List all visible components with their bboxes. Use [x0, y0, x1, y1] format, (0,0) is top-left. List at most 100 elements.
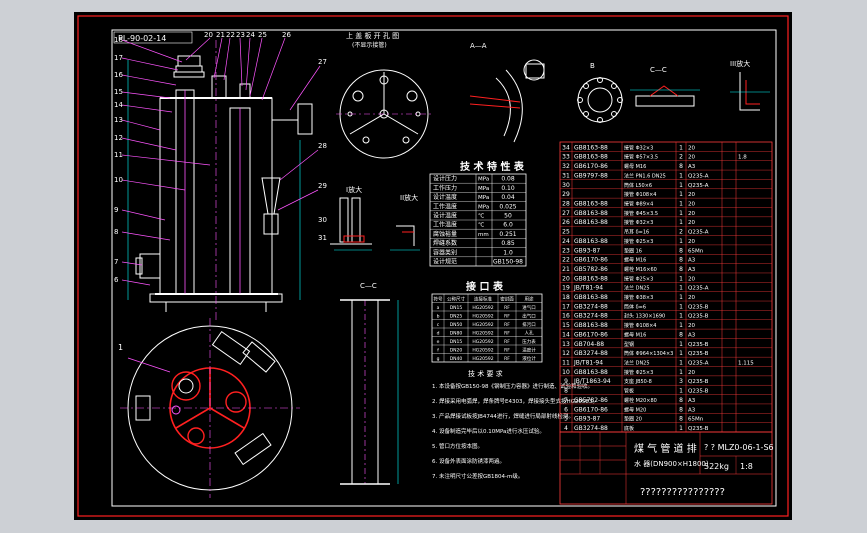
part-name: 接管 Φ108×4 — [624, 322, 656, 329]
part-mat: A3 — [688, 164, 696, 170]
nozzle-cell: e — [437, 340, 440, 345]
part-no: 28 — [562, 200, 570, 207]
part-code: JB/T81-94 — [573, 360, 603, 367]
view-iii-label: III放大 — [730, 59, 750, 68]
nozzle-cell: HG20592 — [472, 339, 493, 345]
part-mat: Q235-B — [688, 304, 709, 310]
svg-text:11: 11 — [114, 151, 123, 159]
part-no: 8 — [564, 388, 568, 395]
part-name: 接管 Φ25×3 — [624, 238, 653, 245]
nozzle-cell: RF — [504, 356, 510, 362]
part-qty: 1 — [679, 369, 683, 376]
scale: 1:8 — [740, 462, 753, 471]
part-name: 垫圈 16 — [624, 247, 642, 254]
svg-text:PL-90-02-14: PL-90-02-14 — [118, 34, 166, 43]
view-aa-label: A—A — [470, 42, 487, 50]
view-b — [577, 77, 623, 123]
part-qty: 1 — [679, 219, 683, 226]
part-mat: 20 — [688, 276, 695, 282]
tech-unit: MPa — [478, 186, 489, 192]
svg-text:30: 30 — [318, 216, 327, 224]
part-no: 4 — [564, 425, 568, 432]
svg-text:9: 9 — [114, 206, 118, 214]
part-qty: 1 — [679, 172, 683, 179]
part-mat: 20 — [688, 323, 695, 329]
part-qty: 1 — [679, 341, 683, 348]
svg-text:7: 7 — [114, 258, 118, 266]
front-label: 1 — [118, 343, 123, 352]
part-mat: 20 — [688, 370, 695, 376]
callouts-left: 18 17 16 15 14 13 12 11 10 9 8 7 6 — [114, 36, 123, 284]
part-qty: 8 — [679, 397, 683, 404]
nozzle-cell: RF — [504, 305, 510, 311]
svg-text:23: 23 — [236, 31, 245, 39]
nozzle-cell: g — [437, 357, 440, 362]
nozzle-cell: DN20 — [450, 348, 463, 354]
part-qty: 1 — [679, 191, 683, 198]
part-mat: Q235-A — [688, 230, 709, 236]
part-qty: 1 — [679, 144, 683, 151]
svg-text:29: 29 — [318, 182, 327, 190]
nozzle-cell: HG20592 — [472, 305, 493, 311]
nozzle-cell: 人孔 — [525, 330, 534, 337]
view-cc-long — [340, 299, 399, 485]
nozzle-cell: b — [437, 314, 440, 320]
part-no: 31 — [562, 172, 570, 179]
part-code: GB8163-88 — [574, 154, 608, 161]
part-mat: Q235-B — [688, 379, 709, 385]
part-code: JB/T1863-94 — [573, 378, 611, 385]
tech-table-title: 技 术 特 性 表 — [460, 160, 525, 173]
part-qty: 3 — [679, 378, 683, 385]
part-qty: 1 — [679, 275, 683, 282]
svg-text:18: 18 — [114, 36, 123, 44]
part-qty: 1 — [679, 322, 683, 329]
part-code: GB8163-88 — [574, 294, 608, 301]
part-qty: 8 — [679, 257, 683, 264]
part-code: GB8163-88 — [574, 369, 608, 376]
part-no: 25 — [562, 229, 570, 236]
view-b-label: B — [590, 62, 595, 70]
part-mat: A3 — [688, 267, 696, 273]
part-name: 螺母 M16 — [624, 257, 646, 264]
part-no: 15 — [562, 322, 570, 329]
part-name: 螺母 M16 — [624, 163, 646, 170]
tech-value: 0.025 — [499, 203, 516, 210]
part-code: JB/T81-94 — [573, 285, 603, 292]
note-line: 7. 未注明尺寸公差按GB1804-m级。 — [432, 472, 523, 480]
nozzle-cell: 出气口 — [522, 313, 536, 320]
part-qty: 1 — [679, 313, 683, 320]
part-code: GB6170-86 — [574, 406, 608, 413]
tech-unit: MPa — [478, 204, 489, 210]
part-no: 19 — [562, 285, 570, 292]
part-code: GB93-87 — [574, 247, 600, 254]
part-mat: Q235-B — [688, 342, 709, 348]
nozzle-cell: 压力表 — [522, 338, 536, 345]
part-qty: 1 — [679, 182, 683, 189]
nozzle-cell: a — [437, 306, 440, 311]
note-line: 2. 焊接采用电弧焊，焊条牌号E4303，焊接接头型式按HG20583。 — [432, 397, 598, 405]
svg-text:12: 12 — [114, 134, 123, 142]
part-name: 螺母 M16 — [624, 331, 646, 338]
nozzle-cell: RF — [504, 322, 510, 328]
tech-name: 设计规范 — [433, 258, 457, 266]
svg-text:16: 16 — [114, 71, 123, 79]
part-no: 16 — [562, 313, 570, 320]
part-name: 螺栓 M16×60 — [624, 266, 657, 273]
part-name: 筒体 δ=6 — [624, 303, 646, 310]
nozzle-header: 公称尺寸 — [447, 296, 465, 303]
nozzle-cell: 液位计 — [522, 355, 536, 362]
